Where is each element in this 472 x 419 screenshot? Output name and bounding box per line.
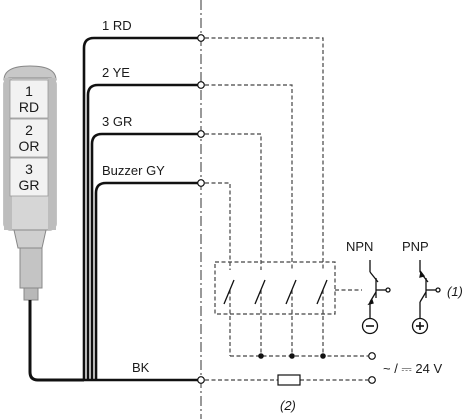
supply-terminals — [368, 352, 376, 384]
wire-label-2ye: 2 YE — [102, 65, 130, 80]
terminal-1 — [197, 34, 205, 42]
segment-3 — [9, 157, 49, 197]
wire-label-3gr: 3 GR — [102, 114, 132, 129]
stack-light — [3, 65, 57, 301]
dashed-wiring — [205, 37, 368, 381]
junction-dots — [258, 353, 326, 359]
note-2: (2) — [280, 398, 296, 413]
terminal-bk — [197, 376, 205, 384]
pnp-transistor-symbol — [419, 260, 441, 318]
wire-label-bk: BK — [132, 360, 150, 375]
terminal-buzzer — [197, 179, 205, 187]
terminals — [197, 34, 205, 384]
wire-label-buzzer: Buzzer GY — [102, 163, 165, 178]
note-1: (1) — [447, 284, 463, 299]
terminal-2 — [197, 81, 205, 89]
segment-2 — [9, 118, 49, 158]
segment-3-number: 3 — [25, 161, 33, 177]
pnp-label: PNP — [402, 239, 429, 254]
fuse-symbol — [277, 374, 301, 386]
segment-1-color: RD — [19, 99, 39, 115]
segment-3-color: GR — [19, 177, 40, 193]
segment-2-color: OR — [19, 138, 40, 154]
segment-1-number: 1 — [25, 83, 33, 99]
npn-label: NPN — [346, 239, 373, 254]
terminal-3 — [197, 130, 205, 138]
switch-contacts — [223, 279, 328, 305]
supply-voltage-label: ~ / ⎓ 24 V — [383, 361, 442, 376]
cable-bk — [28, 300, 84, 382]
wire-label-1rd: 1 RD — [102, 18, 132, 33]
segment-1 — [9, 79, 49, 119]
npn-transistor-symbol — [367, 260, 391, 318]
solid-wires — [60, 36, 201, 382]
segment-2-number: 2 — [25, 122, 33, 138]
